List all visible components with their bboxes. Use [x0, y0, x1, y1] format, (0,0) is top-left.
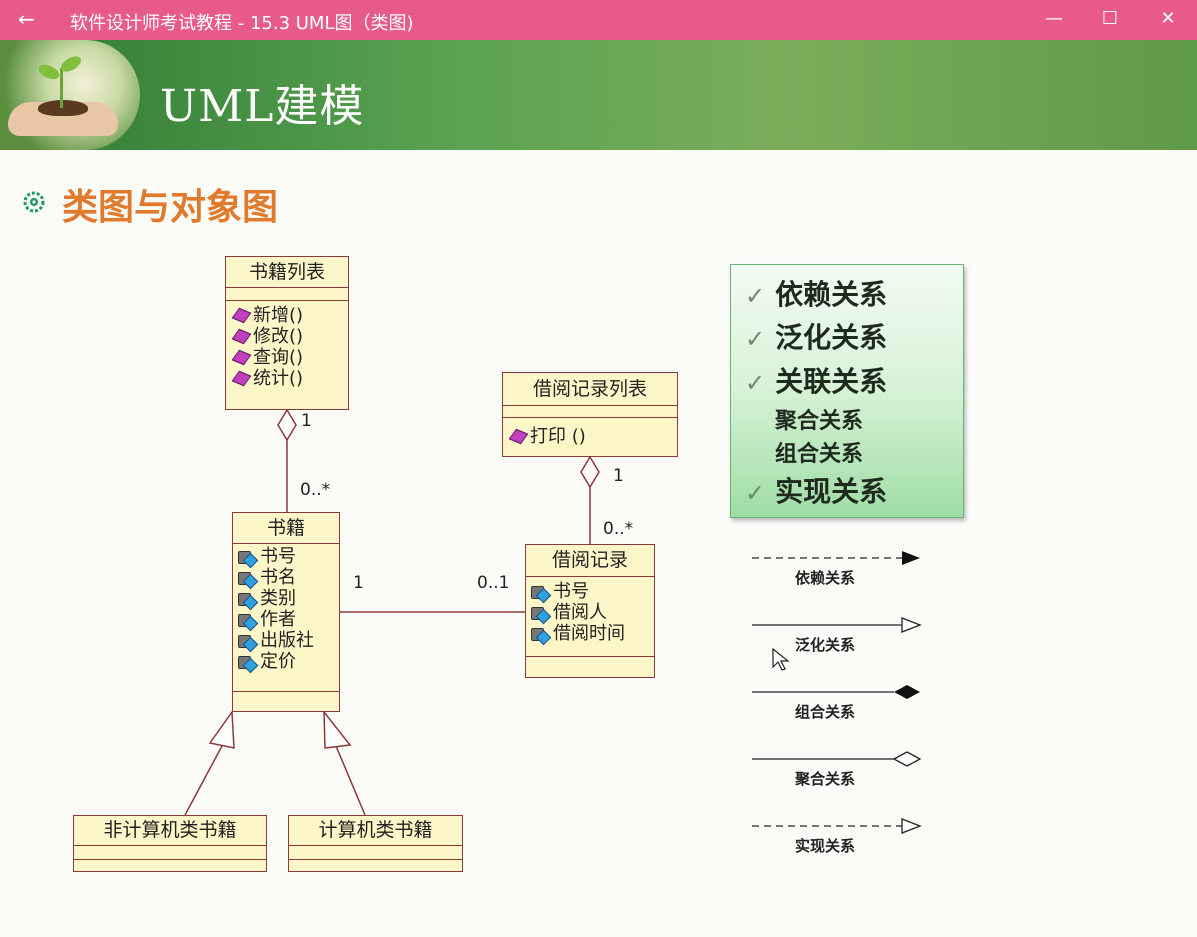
check-icon: ✓ [745, 325, 766, 353]
operation-icon [231, 307, 252, 324]
aggregation-legend-diamond [892, 751, 922, 767]
slide-banner: UML建模 [0, 40, 1197, 150]
private-attribute-icon [238, 654, 259, 673]
mouse-pointer-icon [772, 648, 790, 671]
class-name: 书籍列表 [226, 257, 348, 288]
legend-item-generalization: ✓泛化关系 [745, 321, 888, 354]
composition-legend-diamond [894, 685, 920, 699]
multiplicity-label: 1 [353, 573, 364, 593]
generalization-line-computer [335, 745, 366, 816]
multiplicity-label: 1 [301, 411, 312, 431]
class-operations-section: 打印 () [503, 418, 677, 447]
class-attributes-section [289, 846, 462, 860]
private-attribute-icon [531, 605, 552, 624]
relation-label-composition: 组合关系 [795, 703, 856, 721]
class-attributes-section: 书号 书名 类别 作者 出版社 定价 [233, 544, 339, 692]
attribute-item: 类别 [233, 588, 339, 610]
class-non-computer-book: 非计算机类书籍 [73, 815, 267, 872]
maximize-icon[interactable]: ☐ [1101, 8, 1119, 29]
class-borrow-record-list: 借阅记录列表 打印 () [502, 372, 678, 457]
legend-item-realization: ✓实现关系 [745, 475, 888, 508]
operation-item: 统计() [226, 368, 348, 389]
class-name: 非计算机类书籍 [74, 816, 266, 846]
attribute-item: 书号 [526, 581, 654, 603]
operation-icon [231, 370, 252, 387]
class-attributes-section [503, 406, 677, 418]
class-operations-section: 新增() 修改() 查询() 统计() [226, 301, 348, 389]
class-book-list: 书籍列表 新增() 修改() 查询() 统计() [225, 256, 349, 410]
relation-label-aggregation: 聚合关系 [795, 770, 856, 788]
attribute-item: 书名 [233, 567, 339, 589]
attribute-item: 书号 [233, 546, 339, 568]
legend-item-dependency: ✓依赖关系 [745, 278, 888, 311]
operation-icon [231, 349, 252, 366]
class-borrow-record: 借阅记录 书号 借阅人 借阅时间 [525, 544, 655, 678]
private-attribute-icon [238, 591, 259, 610]
attribute-item: 借阅时间 [526, 623, 654, 645]
class-attributes-section [74, 846, 266, 860]
class-attributes-section: 书号 借阅人 借阅时间 [526, 577, 654, 657]
realization-legend-arrowhead [901, 818, 922, 834]
legend-item-aggregation: 聚合关系 [775, 409, 864, 434]
relationship-types-box: ✓依赖关系 ✓泛化关系 ✓关联关系 聚合关系 组合关系 ✓实现关系 [730, 264, 964, 518]
stem-shape [60, 68, 63, 108]
multiplicity-label: 0..* [603, 519, 634, 539]
soil-shape [38, 100, 88, 116]
class-name: 借阅记录 [526, 545, 654, 577]
minimize-icon[interactable]: — [1045, 8, 1063, 29]
close-icon[interactable]: ✕ [1160, 8, 1176, 29]
seedling-photo [0, 40, 140, 150]
private-attribute-icon [238, 549, 259, 568]
check-icon: ✓ [745, 369, 766, 397]
operation-icon [508, 428, 529, 445]
private-attribute-icon [238, 570, 259, 589]
attribute-item: 借阅人 [526, 602, 654, 624]
private-attribute-icon [238, 612, 259, 631]
operation-item: 修改() [226, 326, 348, 347]
section-title: 类图与对象图 [62, 186, 279, 228]
legend-item-association: ✓关联关系 [745, 365, 888, 398]
aggregation-diamond-booklist [277, 408, 297, 442]
window-title: 软件设计师考试教程 - 15.3 UML图（类图) [70, 13, 414, 34]
multiplicity-label: 0..* [300, 480, 331, 500]
check-icon: ✓ [745, 282, 766, 310]
banner-title: UML建模 [160, 81, 365, 132]
class-name: 计算机类书籍 [289, 816, 462, 846]
relation-label-generalization: 泛化关系 [795, 636, 856, 654]
attribute-item: 定价 [233, 651, 339, 673]
class-name: 书籍 [233, 513, 339, 544]
operation-item: 打印 () [503, 426, 677, 447]
generalization-arrow-computer [323, 709, 352, 749]
private-attribute-icon [531, 626, 552, 645]
attribute-item: 作者 [233, 609, 339, 631]
back-arrow-icon[interactable]: ← [18, 7, 35, 31]
class-name: 借阅记录列表 [503, 373, 677, 406]
generalization-legend-arrowhead [901, 617, 922, 633]
class-book: 书籍 书号 书名 类别 作者 出版社 定价 [232, 512, 340, 712]
title-bar: ← 软件设计师考试教程 - 15.3 UML图（类图) — ☐ ✕ [0, 0, 1197, 40]
check-icon: ✓ [745, 479, 766, 507]
aggregation-diamond-borrowlist [580, 455, 600, 489]
operation-icon [231, 328, 252, 345]
class-computer-book: 计算机类书籍 [288, 815, 463, 872]
gear-bullet-icon [23, 191, 45, 213]
operation-item: 查询() [226, 347, 348, 368]
generalization-line-noncomputer [184, 745, 223, 816]
multiplicity-label: 0..1 [477, 573, 510, 593]
legend-item-composition: 组合关系 [775, 442, 864, 467]
relation-label-dependency: 依赖关系 [795, 569, 856, 587]
generalization-arrow-noncomputer [208, 709, 235, 749]
multiplicity-label: 1 [613, 466, 624, 486]
class-attributes-section [226, 288, 348, 301]
dependency-arrowhead [902, 551, 920, 565]
operation-item: 新增() [226, 305, 348, 326]
attribute-item: 出版社 [233, 630, 339, 652]
relation-label-realization: 实现关系 [795, 837, 856, 855]
private-attribute-icon [238, 633, 259, 652]
private-attribute-icon [531, 584, 552, 603]
